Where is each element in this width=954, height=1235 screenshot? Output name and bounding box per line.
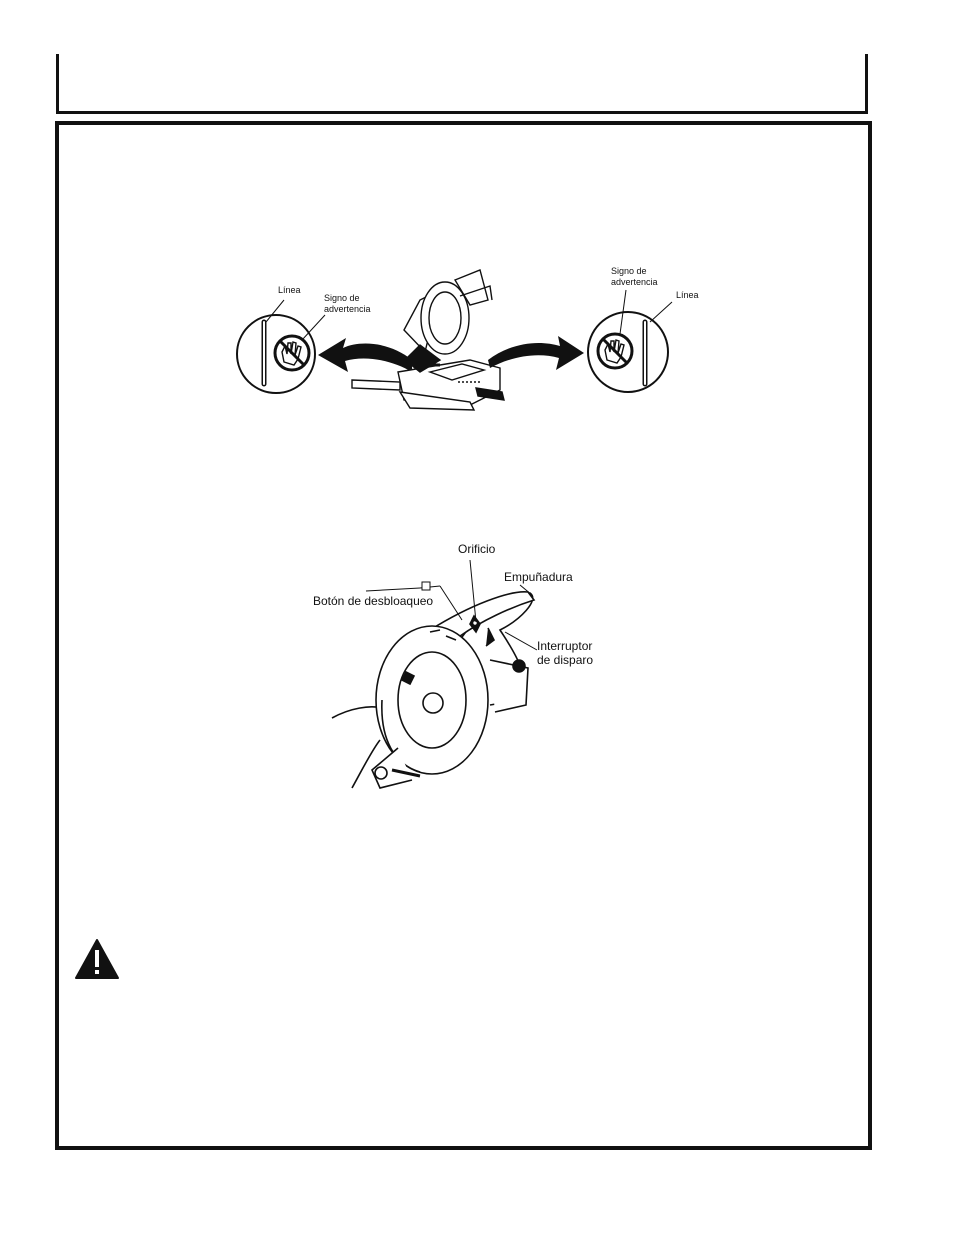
left-warning-callout xyxy=(237,300,325,393)
handle-label: Empuñadura xyxy=(504,570,573,584)
right-line-label: Línea xyxy=(676,290,699,300)
miter-saw-drawing xyxy=(352,270,504,410)
release-button-part xyxy=(422,582,430,590)
left-sign-label-1: Signo de xyxy=(324,293,360,303)
no-hands-icon xyxy=(275,336,309,370)
hole-label: Orificio xyxy=(458,542,496,556)
warning-triangle-icon xyxy=(74,938,120,980)
left-sign-label-2: advertencia xyxy=(324,304,371,314)
right-arrow xyxy=(488,336,584,370)
left-line-label: Línea xyxy=(278,285,301,295)
no-hands-icon xyxy=(598,334,632,368)
right-sign-label-1: Signo de xyxy=(611,266,647,276)
trigger-label-2: de disparo xyxy=(537,653,593,667)
right-sign-label-2: advertencia xyxy=(611,277,658,287)
left-arrow xyxy=(318,338,412,372)
trigger-label-1: Interruptor xyxy=(537,639,592,653)
release-button-label: Botón de desbloaqueo xyxy=(313,594,433,608)
right-warning-callout xyxy=(588,290,672,392)
saw-head-drawing xyxy=(332,592,534,788)
